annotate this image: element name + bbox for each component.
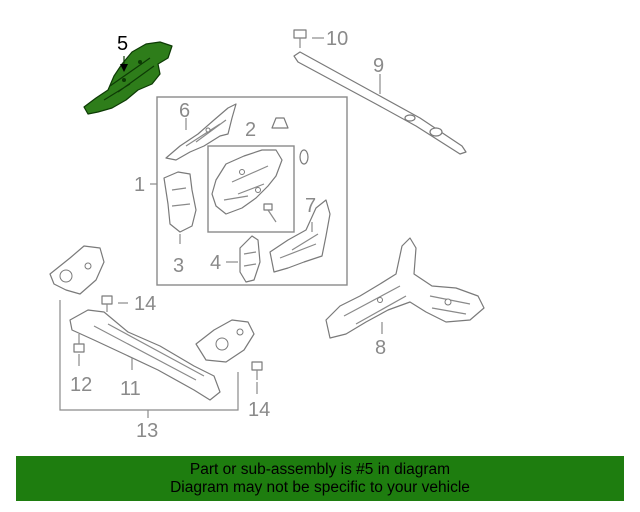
callout-14-lower: 14 <box>248 399 270 421</box>
parts-diagram: 5 1 2 6 3 4 7 <box>49 28 485 442</box>
callout-2: 2 <box>245 119 256 141</box>
callout-13: 13 <box>136 420 158 442</box>
info-banner: Part or sub-assembly is #5 in diagram Di… <box>16 456 624 501</box>
callout-7: 7 <box>305 195 316 217</box>
callout-14-upper: 14 <box>134 293 156 315</box>
banner-line-1: Part or sub-assembly is #5 in diagram <box>189 461 451 478</box>
callout-9: 9 <box>373 55 384 77</box>
bracket-right <box>195 319 255 363</box>
bolt-14-upper <box>101 295 113 312</box>
group-13-bracket <box>59 300 239 411</box>
part-5-highlighted[interactable] <box>83 41 173 115</box>
part-3[interactable] <box>163 171 197 233</box>
callout-12: 12 <box>70 374 92 396</box>
grommet <box>299 149 309 165</box>
callout-3: 3 <box>173 255 184 277</box>
part-2[interactable] <box>211 149 283 215</box>
part-6[interactable] <box>165 103 237 161</box>
callout-6: 6 <box>179 100 190 122</box>
callout-1: 1 <box>134 174 145 196</box>
part-7[interactable] <box>269 199 331 273</box>
callout-8: 8 <box>375 337 386 359</box>
bolt-part-2 <box>263 203 277 223</box>
callout-11: 11 <box>120 378 141 400</box>
bolt-12 <box>73 334 85 353</box>
assembly-2-box <box>207 145 295 233</box>
part-4[interactable] <box>239 235 261 283</box>
part-11[interactable] <box>69 309 221 401</box>
assembly-1-box <box>156 96 348 286</box>
clip-nut <box>271 117 289 129</box>
part-5-arrow <box>120 64 128 72</box>
bolt-14-lower <box>251 361 263 380</box>
callout-10: 10 <box>326 28 348 50</box>
bracket-left <box>49 245 105 295</box>
banner-line-2: Diagram may not be specific to your vehi… <box>170 479 470 496</box>
part-8[interactable] <box>325 237 485 339</box>
part-9[interactable] <box>293 51 467 155</box>
callout-4: 4 <box>210 252 221 274</box>
callout-5: 5 <box>117 33 128 55</box>
bolt-10 <box>293 29 307 48</box>
